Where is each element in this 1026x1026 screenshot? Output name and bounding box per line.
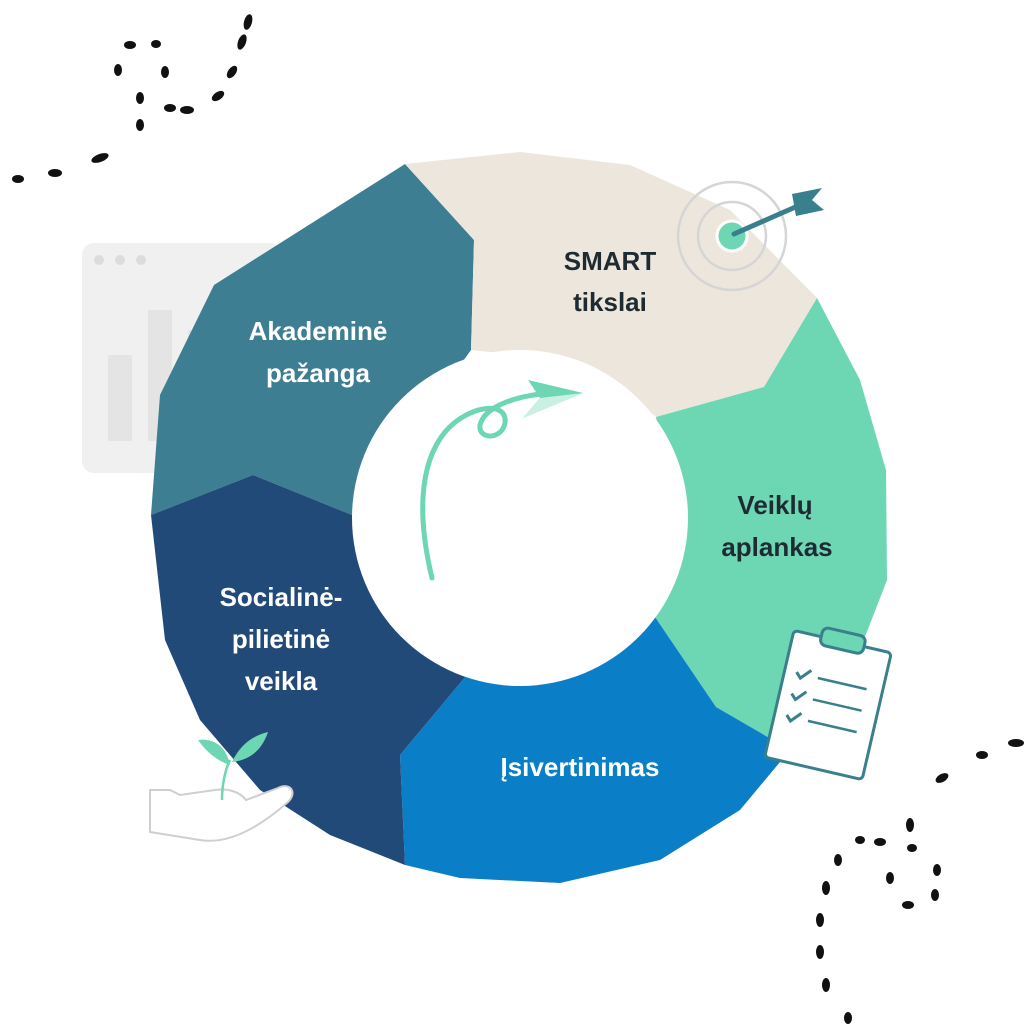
- label-smart-line1: SMART: [564, 246, 657, 276]
- label-portfolio-line2: aplankas: [721, 532, 832, 562]
- loop-arrow-icon: [420, 380, 583, 581]
- checklist-clipboard-icon: [763, 626, 893, 781]
- label-social-line2: pilietinė: [232, 624, 330, 654]
- dotted-path-decoration-top: [12, 14, 253, 183]
- label-smart-line2: tikslai: [573, 287, 647, 317]
- label-social-line1: Socialinė-: [220, 582, 343, 612]
- dotted-path-decoration-bottom: [816, 739, 1024, 1024]
- center-circle: [352, 350, 688, 686]
- label-evaluation: Įsivertinimas: [501, 752, 660, 782]
- segment-social: [151, 475, 466, 865]
- target-with-arrow-icon: [676, 180, 824, 292]
- hand-with-sprout-icon: [149, 732, 294, 842]
- label-social-line3: veikla: [245, 666, 318, 696]
- label-academic-line2: pažanga: [266, 358, 371, 388]
- label-portfolio-line1: Veiklų: [737, 490, 812, 520]
- label-academic-line1: Akademinė: [249, 316, 388, 346]
